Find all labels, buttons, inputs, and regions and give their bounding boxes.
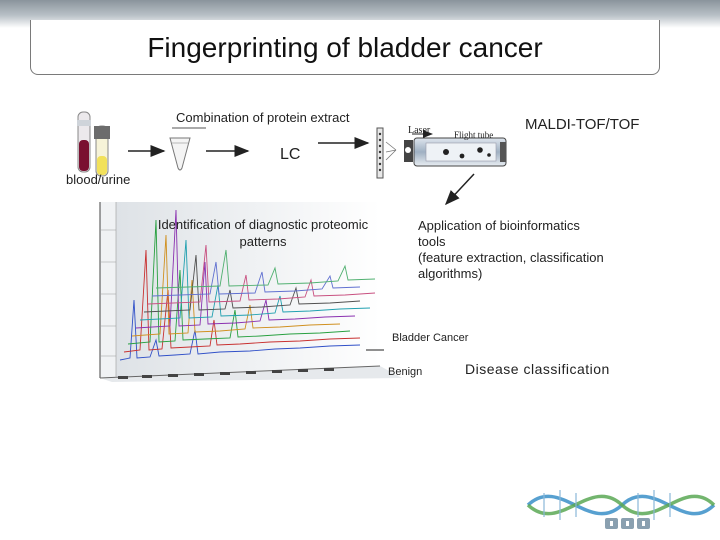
slide-title: Fingerprinting of bladder cancer: [147, 32, 543, 63]
bioinformatics-label: Application of bioinformatics tools (fea…: [418, 218, 648, 282]
pipette-tip-icon: [169, 137, 191, 171]
title-frame: [30, 20, 660, 75]
arrow-maldi-to-bioinformatics: [444, 173, 475, 206]
maldi-tof-label: MALDI-TOF/TOF: [525, 116, 640, 133]
bioinformatics-line-2: tools: [418, 234, 446, 249]
identification-line-1: Identification of diagnostic proteomic: [157, 217, 369, 232]
bioinformatics-line-4: algorithms): [418, 266, 483, 281]
bioinformatics-line-3: (feature extraction, classification: [418, 250, 604, 265]
sample-tubes-icon: [77, 111, 110, 177]
stacked-spectra-plot: [99, 202, 402, 382]
benign-label: Benign: [388, 366, 423, 378]
lc-label: LC: [280, 146, 301, 163]
bladder-cancer-label: Bladder Cancer: [392, 332, 469, 344]
blood-urine-label: blood/urine: [66, 172, 131, 187]
laser-label: Laser: [408, 125, 431, 136]
flight-tube-label: Flight tube: [454, 130, 494, 140]
bioinformatics-line-1: Application of bioinformatics: [418, 218, 580, 233]
dna-logo-icon: [526, 490, 716, 529]
identification-label: Identification of diagnostic proteomic p…: [148, 216, 378, 250]
disease-classification-label: Disease classification: [465, 361, 610, 377]
maldi-instrument-icon: [376, 127, 507, 179]
combination-label: Combination of protein extract: [176, 110, 350, 125]
identification-line-2: patterns: [239, 234, 287, 249]
